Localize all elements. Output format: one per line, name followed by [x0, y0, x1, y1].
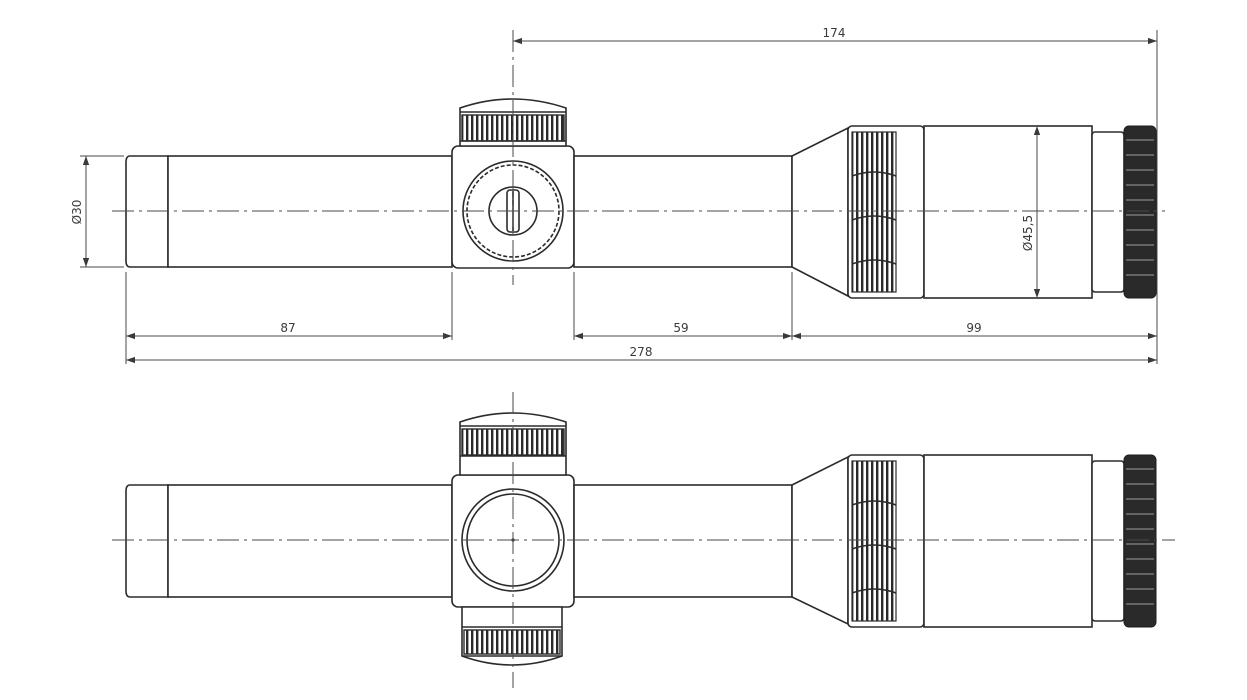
dim-label-278: 278	[630, 345, 653, 359]
rear-tube-2	[573, 484, 793, 598]
objective-bell-2	[125, 484, 169, 598]
windage-turret	[461, 606, 563, 666]
magnification-ring-2	[847, 454, 925, 628]
eyepiece-knurl-2	[1123, 454, 1157, 628]
ocular-housing-2	[923, 454, 1093, 628]
dim-label-d45: Ø45,5	[1021, 215, 1035, 251]
ocular-housing	[923, 125, 1093, 299]
dimension-lines: 174 87 59 99 278 Ø30 Ø45,5	[70, 26, 1158, 364]
eyepiece-2	[1091, 460, 1125, 622]
scope-side-view	[112, 30, 1165, 299]
dim-label-d30: Ø30	[70, 200, 84, 225]
scope-top-view	[112, 392, 1175, 688]
ocular-taper	[791, 126, 849, 298]
magnification-ring	[847, 125, 925, 299]
front-tube-2	[167, 484, 453, 598]
dim-label-59: 59	[673, 321, 688, 335]
dim-label-174: 174	[823, 26, 846, 40]
dim-label-99: 99	[966, 321, 981, 335]
eyepiece-knurl	[1123, 125, 1157, 299]
dim-label-87: 87	[280, 321, 295, 335]
eyepiece	[1091, 131, 1125, 293]
